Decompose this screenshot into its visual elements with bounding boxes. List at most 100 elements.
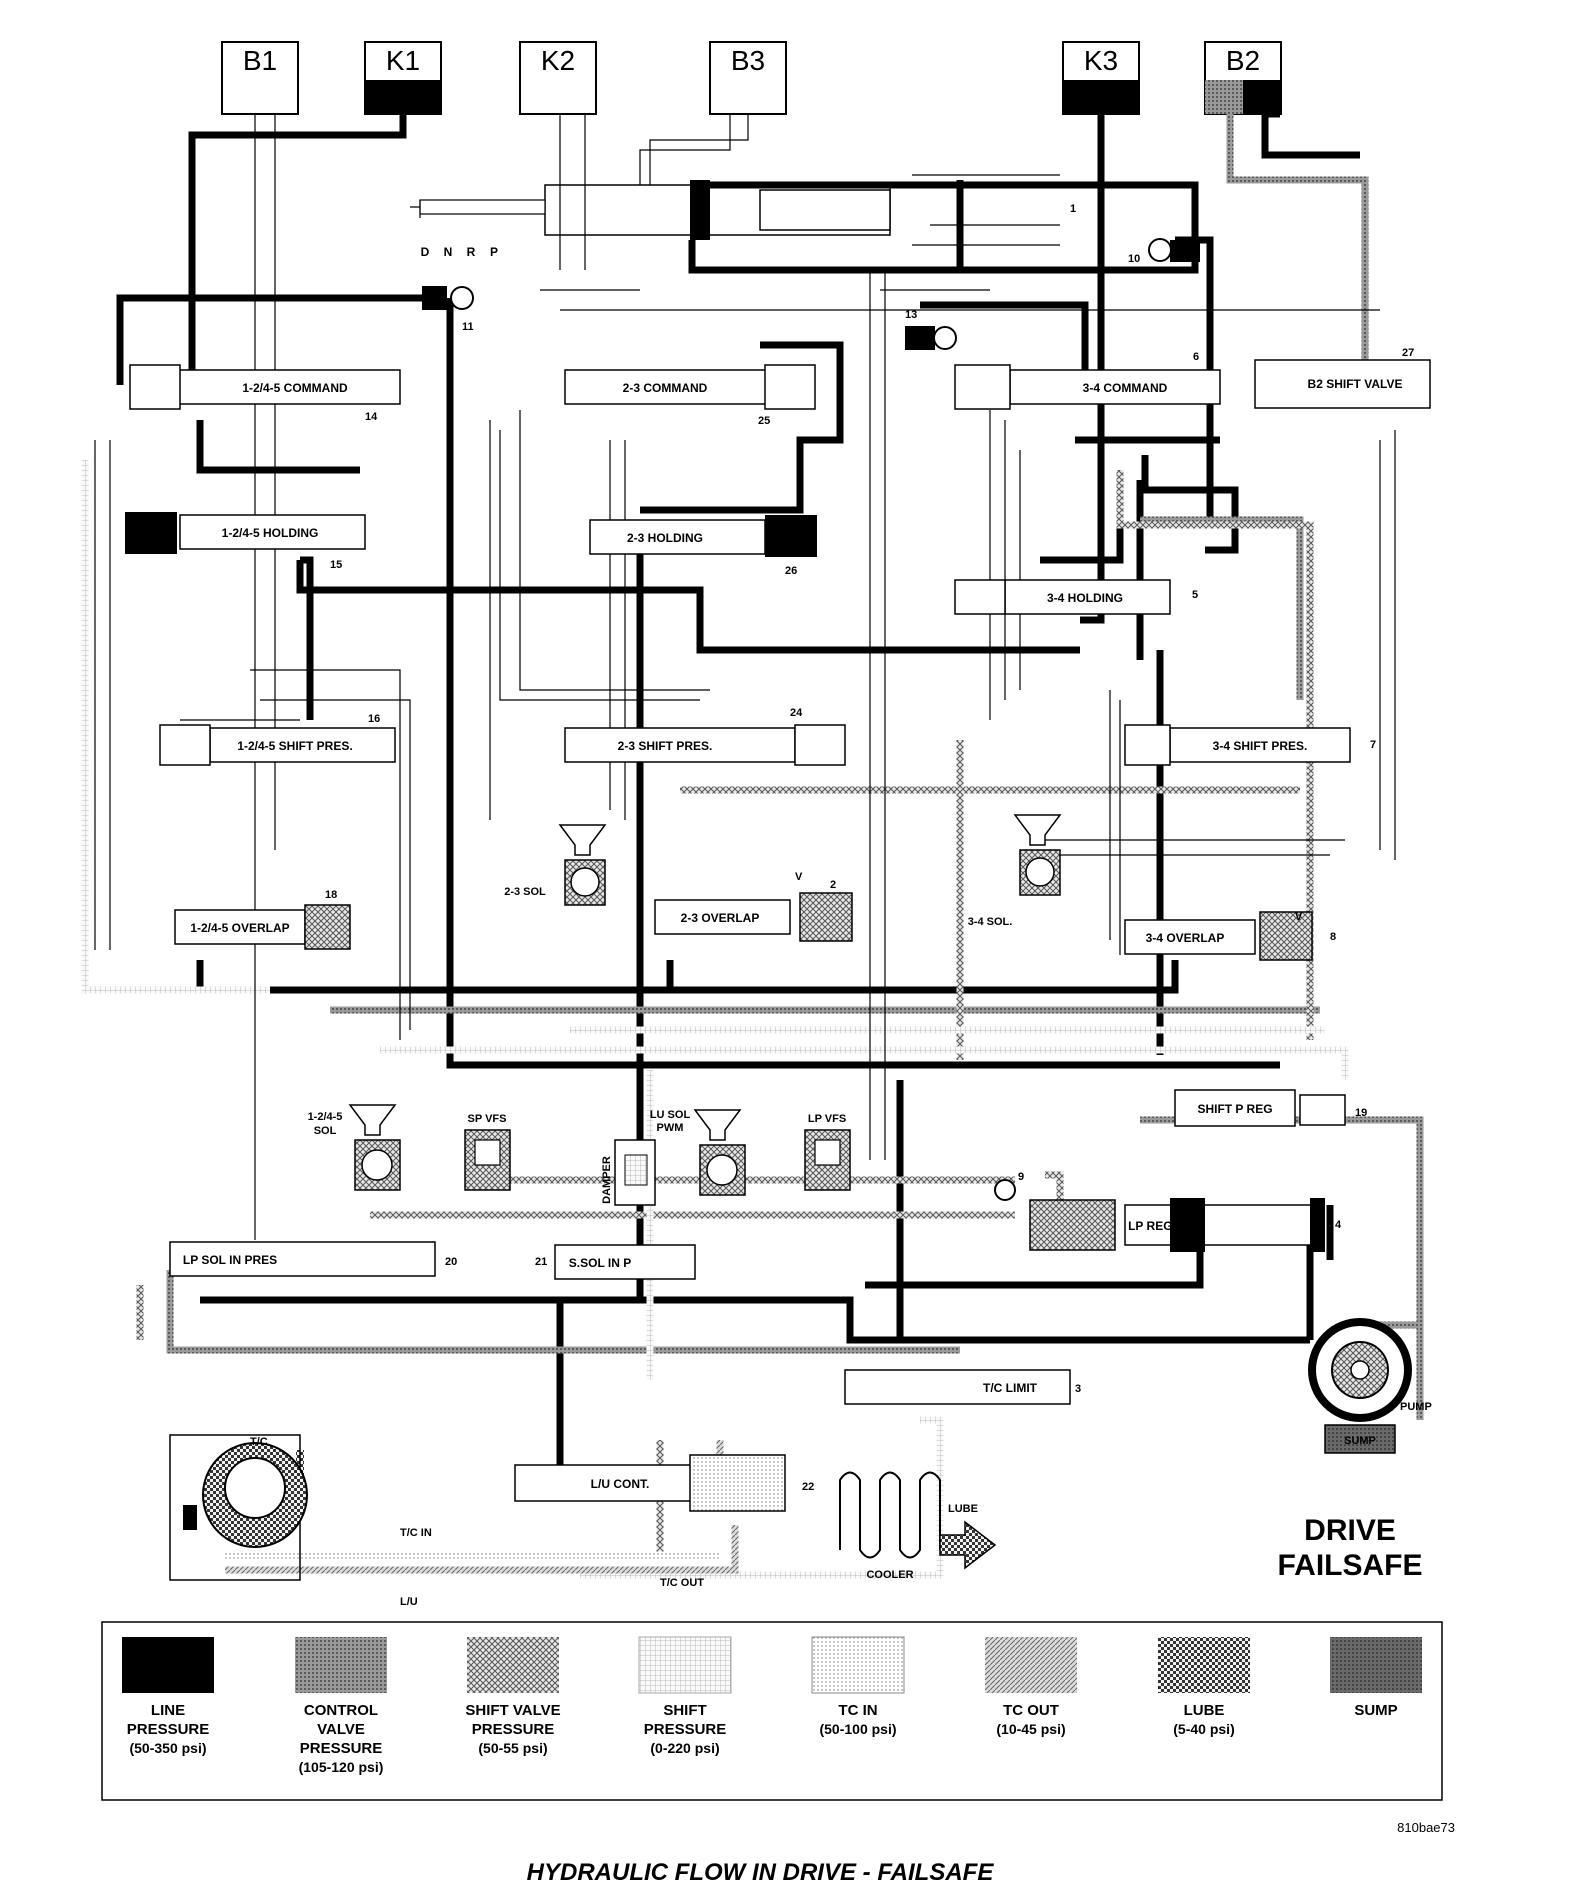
mode-title-line1: DRIVE [1304,1514,1396,1547]
valve-b2-shift: B2 SHIFT VALVE [1254,359,1431,409]
svg-text:SUMP: SUMP [1354,1702,1397,1719]
clutch-b2-label: B2 [1226,45,1260,76]
svg-text:(50-100 psi): (50-100 psi) [819,1721,896,1737]
legend-item-shift-valve: SHIFT VALVE PRESSURE (50-55 psi) [465,1637,561,1756]
clutch-b2: B2 [1204,41,1282,115]
valve-shift-p-reg-label: SHIFT P REG [1197,1102,1272,1116]
solenoid-34 [1013,814,1062,896]
legend-swatch-shift-valve [467,1637,559,1693]
legend-item-shift: SHIFT PRESSURE (0-220 psi) [638,1636,732,1756]
legend-item-control: CONTROL VALVE PRESSURE (105-120 psi) [295,1637,387,1775]
callout-4: 4 [1335,1219,1342,1231]
valve-shiftpres-34-label: 3-4 SHIFT PRES. [1213,739,1308,753]
clutch-b3: B3 [709,41,787,115]
check-ball-9 [994,1179,1016,1201]
callout-15: 15 [330,559,342,571]
svg-text:SHIFT VALVE: SHIFT VALVE [465,1702,560,1719]
sol-34-label: 3-4 SOL. [968,916,1013,928]
valve-shiftpres-1245-label: 1-2/4-5 SHIFT PRES. [237,739,352,753]
clutch-b1-label: B1 [243,45,277,76]
check-v-label-34: V [1295,911,1303,923]
callout-numbers: 1 10 11 13 6 27 14 25 15 26 5 16 24 7 2 … [325,203,1414,1493]
valve-overlap-1245-label: 1-2/4-5 OVERLAP [190,921,289,935]
clutch-k2-label: K2 [541,45,575,76]
lu-label: L/U [400,1596,418,1608]
lp-vfs-label: LP VFS [808,1113,846,1125]
valve-lu-cont: L/U CONT. [514,1454,786,1512]
clutch-k1: K1 [364,41,442,115]
manual-valve [410,174,1060,246]
gear-selector: D N R P [421,245,498,259]
svg-text:(50-350 psi): (50-350 psi) [129,1740,206,1756]
callout-16: 16 [368,713,380,725]
solenoid-labels: 2-3 SOL 3-4 SOL. 1-2/4-5 SOL SP VFS LU S… [308,886,1013,1204]
callout-26: 26 [785,565,797,577]
valve-shiftpres-34: 3-4 SHIFT PRES. [1124,724,1351,766]
solenoid-lu-pwm [693,1109,746,1196]
lube-label: LUBE [948,1503,978,1515]
pump [1308,1318,1412,1422]
valve-holding-23-label: 2-3 HOLDING [627,531,703,545]
valve-lp-sol-in-pres-label: LP SOL IN PRES [183,1253,277,1267]
svg-text:VALVE: VALVE [317,1721,365,1738]
solenoid-lp-vfs [804,1129,851,1191]
sump-label: SUMP [1344,1435,1376,1447]
valve-command-1245-label: 1-2/4-5 COMMAND [242,381,348,395]
valve-overlap-23: 2-3 OVERLAP [654,892,853,942]
valve-s-sol-in-p: S.SOL IN P [554,1244,696,1280]
callout-9: 9 [1018,1171,1024,1183]
sp-vfs-label: SP VFS [468,1113,507,1125]
clutch-k2: K2 [519,41,597,115]
svg-text:LUBE: LUBE [1184,1702,1225,1719]
legend-swatch-lube [1158,1637,1250,1693]
svg-text:TC IN: TC IN [838,1702,877,1719]
callout-6: 6 [1193,351,1199,363]
damper [614,1139,656,1206]
clutch-k3-label: K3 [1084,45,1118,76]
callout-18: 18 [325,889,337,901]
sol-23-label: 2-3 SOL [504,886,546,898]
valve-tc-limit-label: T/C LIMIT [983,1381,1038,1395]
valve-lp-reg: LP REG. [1029,1198,1325,1252]
cooler-label: COOLER [866,1569,913,1581]
svg-text:(105-120 psi): (105-120 psi) [299,1759,384,1775]
valve-overlap-34: 3-4 OVERLAP [1124,911,1313,961]
callout-11: 11 [462,321,474,333]
valve-shiftpres-23: 2-3 SHIFT PRES. [564,724,846,766]
torque-converter [169,1434,308,1581]
callout-10: 10 [1128,253,1140,265]
footer-caption: HYDRAULIC FLOW IN DRIVE - FAILSAFE [527,1859,995,1886]
callout-5: 5 [1192,589,1198,601]
gear-r-label: R [467,245,476,259]
valve-s-sol-in-p-label: S.SOL IN P [569,1256,631,1270]
legend-item-tc-in: TC IN (50-100 psi) [811,1636,905,1737]
solenoid-sp-vfs [464,1129,511,1191]
cooler [839,1471,997,1570]
legend-item-lube: LUBE (5-40 psi) [1158,1637,1250,1737]
svg-text:CONTROL: CONTROL [304,1702,378,1719]
callout-24: 24 [790,707,803,719]
check-v-label-23: V [795,871,803,883]
valve-overlap-34-label: 3-4 OVERLAP [1146,931,1225,945]
valve-lp-sol-in-pres: LP SOL IN PRES [169,1241,436,1277]
valve-lp-reg-label: LP REG. [1128,1219,1176,1233]
gear-d-label: D [421,245,430,259]
legend-swatch-tc-in [811,1636,905,1694]
callout-13: 13 [905,309,917,321]
clutch-k1-label: K1 [386,45,420,76]
valve-overlap-1245: 1-2/4-5 OVERLAP [174,904,351,950]
svg-text:SHIFT: SHIFT [663,1702,706,1719]
tc-out-label: T/C OUT [660,1577,704,1589]
valve-shift-p-reg: SHIFT P REG [1174,1089,1346,1127]
tc-label: T/C [250,1436,268,1448]
gear-n-label: N [444,245,453,259]
valve-command-34-label: 3-4 COMMAND [1083,381,1168,395]
callout-7: 7 [1370,739,1376,751]
svg-text:PRESSURE: PRESSURE [300,1740,383,1757]
callout-27: 27 [1402,347,1414,359]
legend: LINE PRESSURE (50-350 psi) CONTROL VALVE… [101,1621,1443,1801]
valve-shiftpres-23-label: 2-3 SHIFT PRES. [618,739,713,753]
gear-p-label: P [490,245,498,259]
doc-id: 810bae73 [1397,1820,1455,1835]
